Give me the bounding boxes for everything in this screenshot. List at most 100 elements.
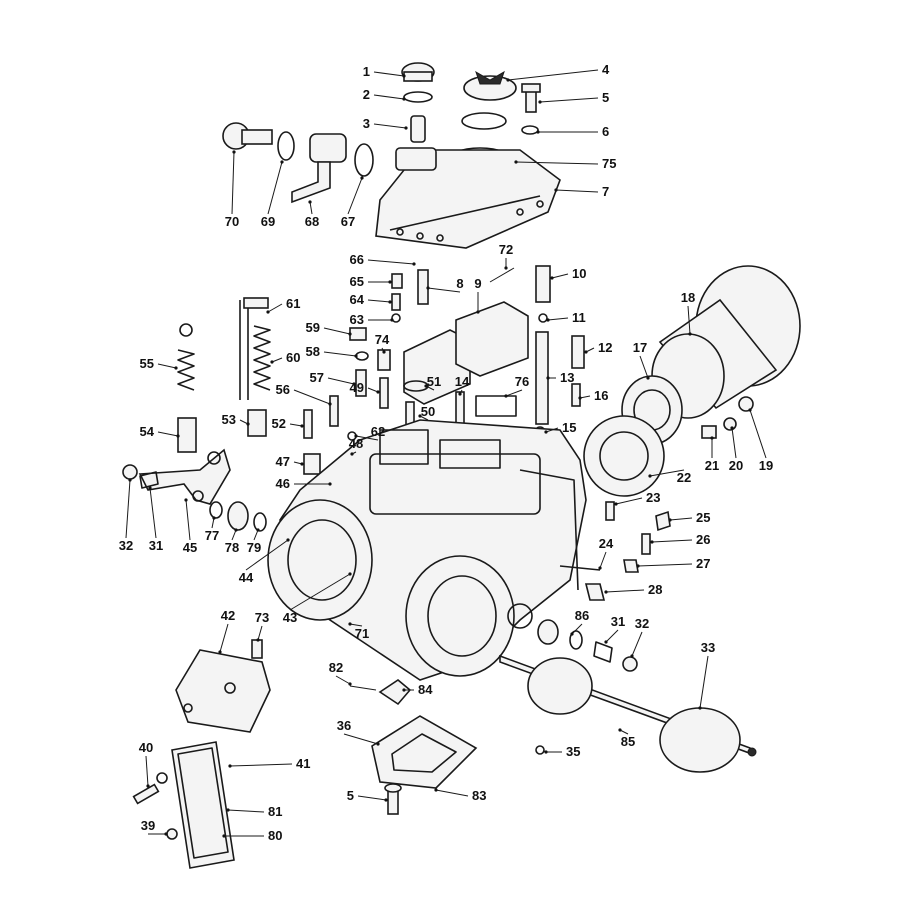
- float-rear: [455, 301, 529, 377]
- callout-label: 42: [221, 608, 235, 623]
- leader-line: [157, 363, 177, 369]
- leader-line: [185, 499, 191, 541]
- callout-label: 62: [371, 424, 385, 439]
- leader-line: [289, 423, 303, 427]
- pump-jet-59: [349, 327, 367, 341]
- callout-label: 65: [350, 274, 364, 289]
- leader-line: [599, 551, 607, 569]
- screw-52: [303, 409, 313, 439]
- callout-23: 23: [614, 490, 660, 506]
- top-cover: [375, 147, 561, 249]
- callout-85: 85: [618, 728, 635, 749]
- callout-44: 44: [239, 538, 290, 585]
- leader-arrow: [184, 498, 188, 502]
- pin-82: [349, 685, 377, 691]
- plate-41: [171, 741, 235, 869]
- callout-label: 78: [225, 540, 239, 555]
- callout-28: 28: [604, 582, 662, 597]
- leader-line: [615, 497, 643, 505]
- callout-3: 3: [363, 116, 408, 131]
- callout-31: 31: [148, 486, 163, 553]
- callout-label: 12: [598, 340, 612, 355]
- callout-label: 24: [599, 536, 614, 551]
- callout-label: 67: [341, 214, 355, 229]
- leader-arrow: [504, 266, 508, 270]
- leader-arrow: [234, 528, 238, 532]
- callout-label: 13: [560, 370, 574, 385]
- callout-label: 26: [696, 532, 710, 547]
- callout-7: 7: [554, 184, 609, 199]
- leader-line: [605, 629, 619, 643]
- leader-line: [551, 273, 569, 279]
- callout-46: 46: [276, 476, 332, 491]
- callout-11: 11: [546, 310, 586, 325]
- callout-25: 25: [668, 510, 710, 525]
- leader-arrow: [352, 382, 356, 386]
- callout-label: 80: [268, 828, 282, 843]
- leader-arrow: [350, 452, 354, 456]
- leader-arrow: [270, 360, 274, 364]
- leader-arrow: [348, 622, 352, 626]
- leader-line: [605, 589, 645, 593]
- callout-label: 41: [296, 756, 310, 771]
- leader-arrow: [424, 384, 428, 388]
- leader-line: [545, 427, 559, 433]
- callout-label: 47: [276, 454, 290, 469]
- leader-line: [373, 94, 405, 100]
- leader-arrow: [648, 474, 652, 478]
- leader-arrow: [506, 78, 510, 82]
- cap-55: [179, 323, 193, 337]
- callout-45: 45: [183, 498, 197, 555]
- leader-arrow: [554, 188, 558, 192]
- leader-arrow: [550, 276, 554, 280]
- callout-83: 83: [434, 788, 486, 803]
- callout-32: 32: [630, 616, 649, 658]
- callout-59: 59: [306, 320, 352, 336]
- leader-line: [229, 763, 293, 767]
- callout-13: 13: [546, 370, 574, 385]
- callout-33: 33: [698, 640, 715, 710]
- leader-arrow: [434, 788, 438, 792]
- callout-8: 8: [426, 276, 464, 293]
- callout-58: 58: [306, 344, 358, 359]
- callout-15: 15: [544, 420, 576, 435]
- callout-label: 43: [283, 610, 297, 625]
- cap-25: [655, 510, 671, 532]
- leader-arrow: [504, 394, 508, 398]
- leader-arrow: [710, 436, 714, 440]
- nut-28: [584, 583, 606, 601]
- callout-5: 5: [347, 788, 388, 803]
- leader-arrow: [384, 798, 388, 802]
- cover-36: [371, 715, 478, 789]
- leader-arrow: [128, 478, 132, 482]
- callout-label: 76: [515, 374, 529, 389]
- venturi-22: [583, 415, 665, 497]
- callout-label: 21: [705, 458, 719, 473]
- leader-arrow: [376, 390, 380, 394]
- callout-label: 71: [355, 626, 369, 641]
- leader-arrow: [308, 200, 312, 204]
- leader-arrow: [584, 350, 588, 354]
- leader-arrow: [748, 408, 752, 412]
- leader-arrow: [650, 540, 654, 544]
- pump-rod-61: [239, 297, 269, 400]
- leader-line: [649, 469, 685, 477]
- leader-arrow: [286, 538, 290, 542]
- callout-label: 11: [572, 310, 586, 325]
- jet-49: [379, 377, 389, 409]
- lever-45: [138, 448, 231, 505]
- callout-50: 50: [418, 404, 435, 421]
- jet-holder-10: [535, 265, 551, 303]
- callout-label: 74: [375, 332, 390, 347]
- banjo-bolt: [222, 122, 273, 150]
- nut-19: [738, 396, 754, 412]
- lever-24: [559, 565, 601, 571]
- leader-arrow: [544, 750, 548, 754]
- callout-4: 4: [506, 62, 610, 82]
- leader-arrow: [226, 808, 230, 812]
- callout-36: 36: [337, 718, 380, 746]
- jet-57: [355, 369, 367, 397]
- leader-arrow: [404, 126, 408, 130]
- callout-label: 59: [306, 320, 320, 335]
- leader-line: [157, 431, 179, 437]
